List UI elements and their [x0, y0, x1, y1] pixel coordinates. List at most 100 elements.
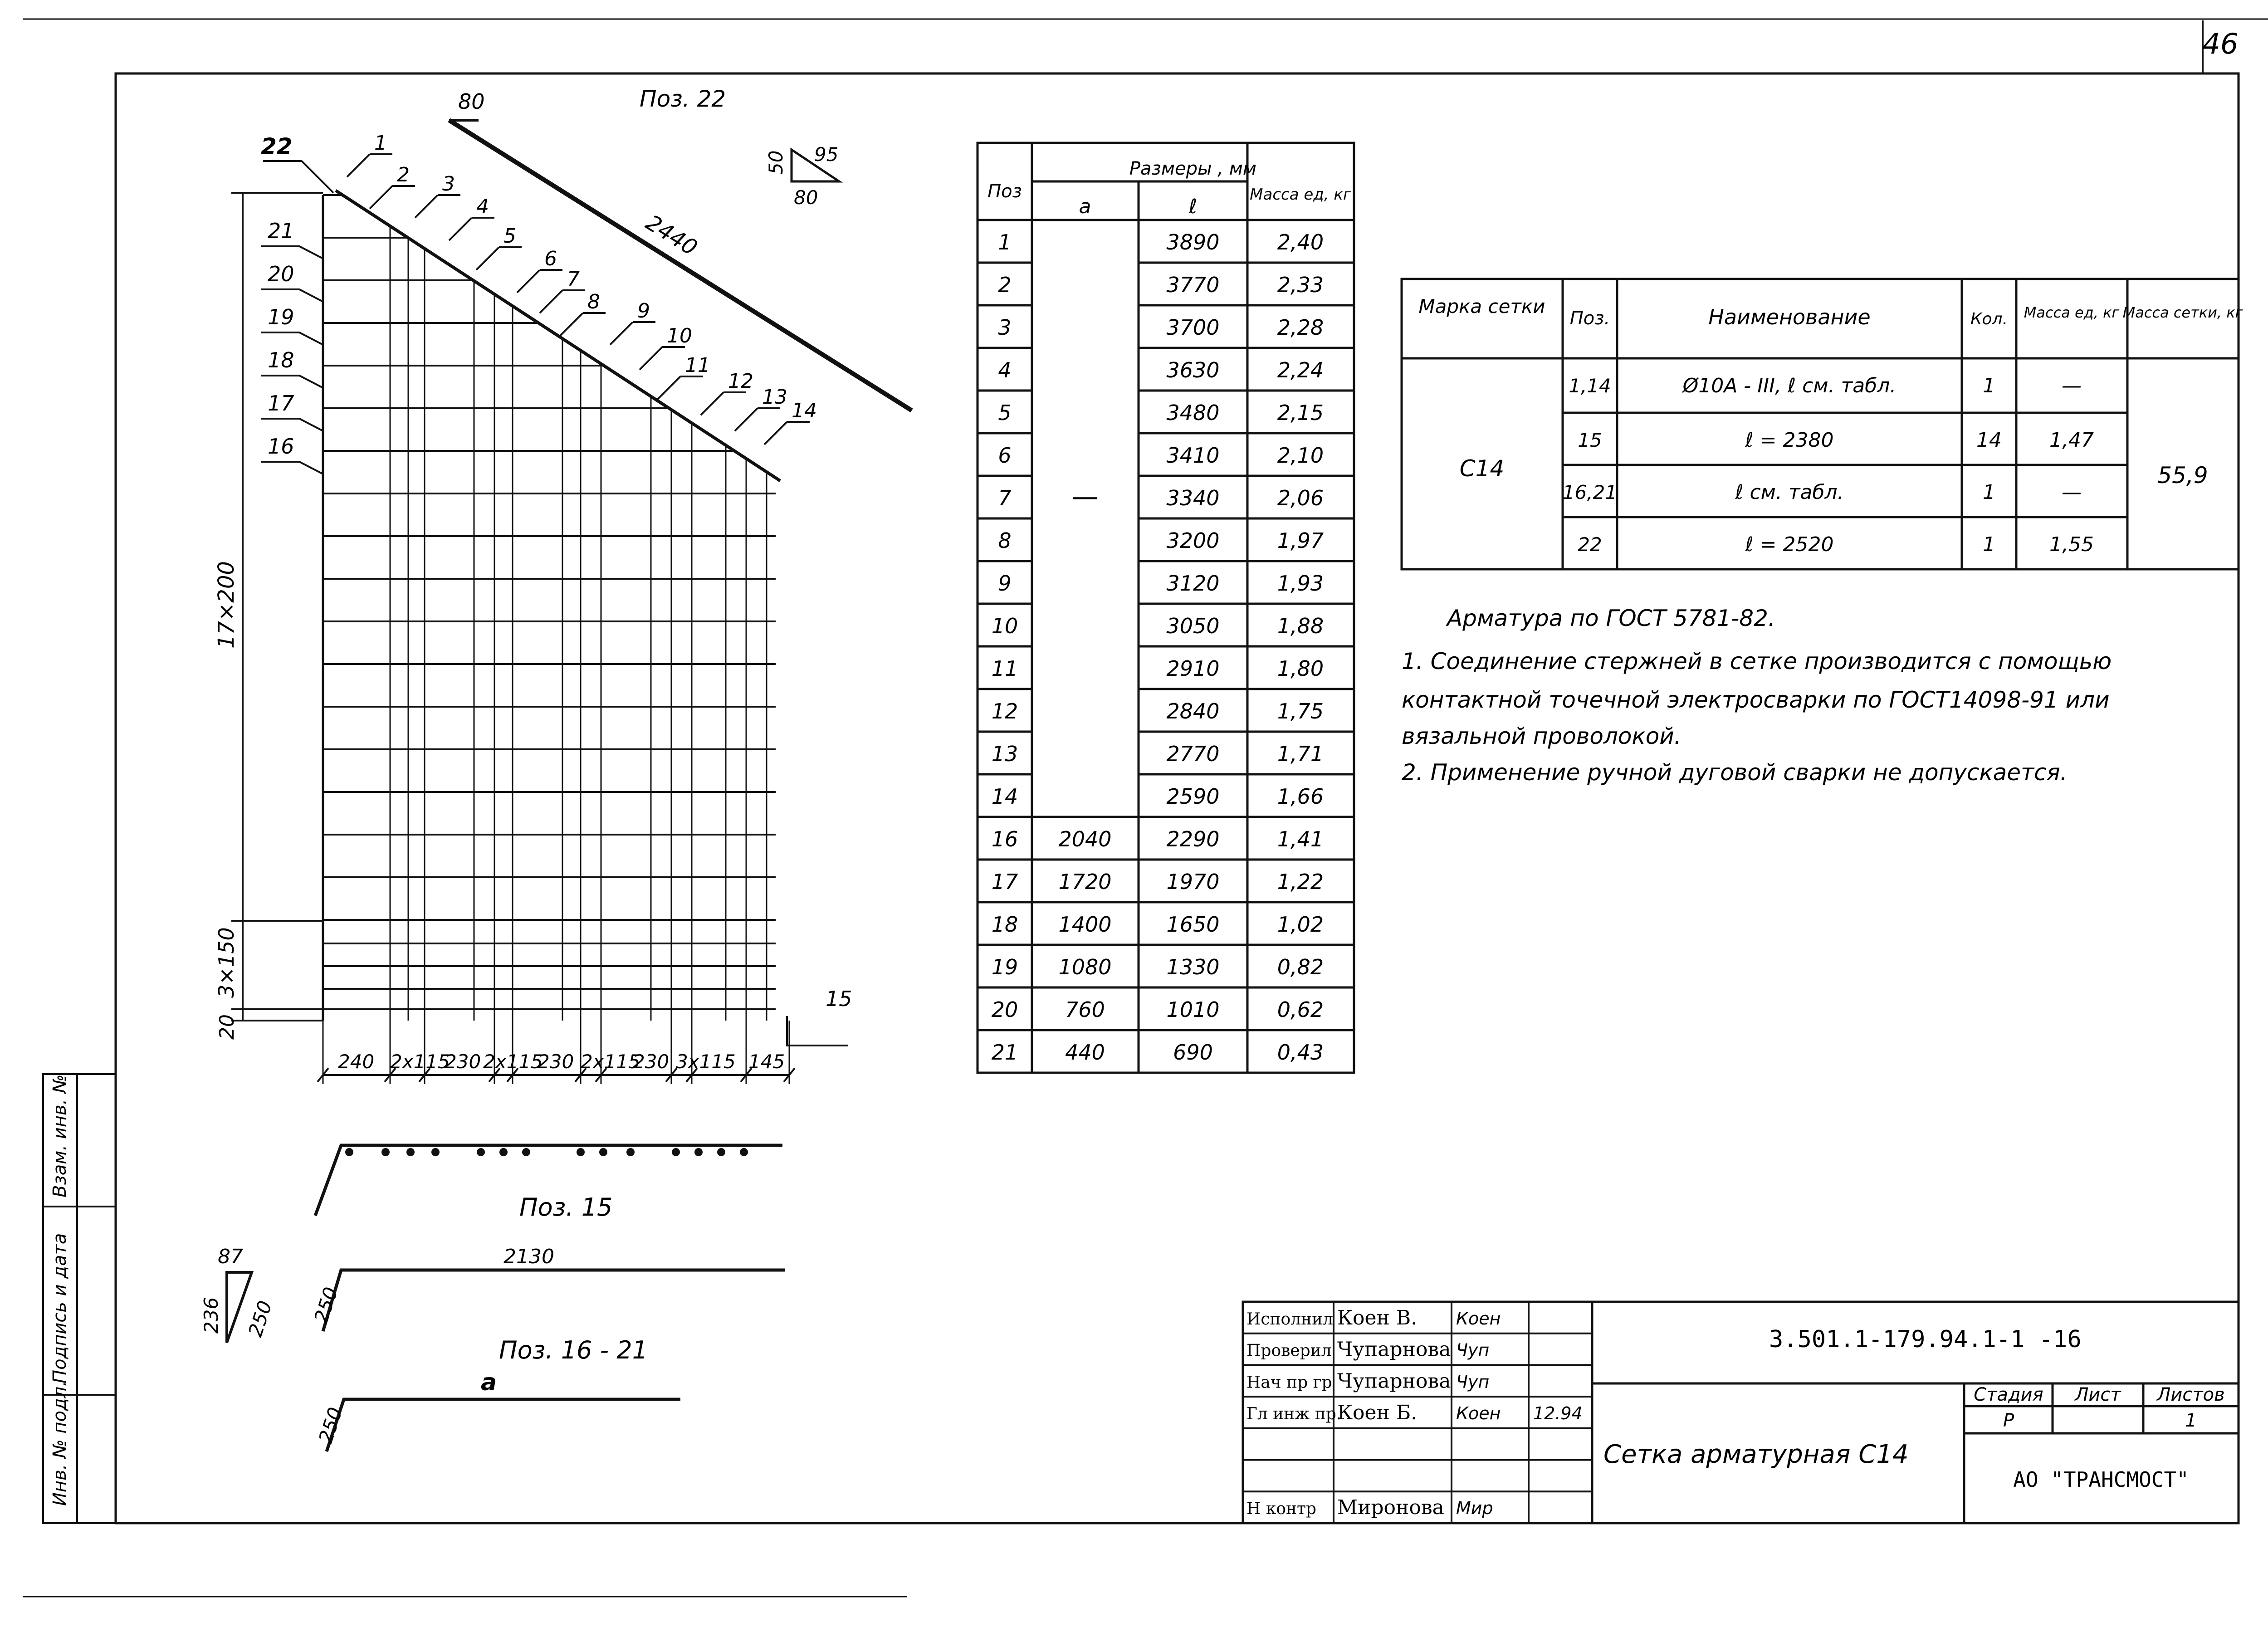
table-cell-poz: 10 [992, 614, 1018, 638]
left-position-label: 18 [268, 348, 294, 372]
side-stamp [42, 1073, 117, 1524]
spec-cell-mass: 1,55 [2049, 533, 2094, 556]
table-cell-l: 3200 [1166, 528, 1219, 553]
sheets-value: 1 [2185, 1410, 2196, 1431]
tri-80: 80 [794, 186, 818, 209]
leader-line [559, 312, 584, 337]
stamp-signature: Коен [1456, 1403, 1501, 1423]
title-block [1242, 1300, 2240, 1525]
table-cell-mass: 2,15 [1277, 401, 1324, 425]
table-cell-l: 2590 [1166, 784, 1219, 809]
table-cell-mass: 2,40 [1277, 230, 1324, 254]
table-cell-mass: 1,97 [1277, 528, 1324, 553]
spec-cell-name: ℓ = 2380 [1745, 429, 1834, 452]
table-cell-poz: 1 [998, 230, 1011, 254]
hook-triangle [225, 1271, 254, 1344]
dim-20: 20 [215, 1014, 239, 1040]
weld-dot [381, 1148, 390, 1156]
table-cell-poz: 17 [992, 870, 1018, 894]
leader-line [734, 407, 758, 432]
table-cell-mass: 2,28 [1277, 315, 1324, 340]
tri2-236: 236 [200, 1297, 222, 1334]
table-cell-a: 1400 [1058, 912, 1111, 937]
weld-dot [599, 1148, 607, 1156]
table-header-sizes: Размеры , мм [1129, 158, 1256, 179]
weld-dot [626, 1148, 635, 1156]
top-position-label: 1 [374, 132, 387, 155]
table-cell-poz: 14 [992, 784, 1018, 809]
table-cell-a: 1080 [1058, 955, 1111, 979]
notes: Арматура по ГОСТ 5781-82. 1. Соединение … [1402, 605, 2112, 786]
bottom-dimension-value: 2x115 [483, 1051, 543, 1073]
tri2-87: 87 [218, 1245, 243, 1268]
top-position-label: 10 [667, 324, 692, 347]
leader-line [539, 289, 563, 314]
weld-dot [431, 1148, 440, 1156]
table-header-poz: Поз [987, 181, 1022, 202]
left-position-label: 17 [268, 391, 294, 415]
table-cell-poz: 2 [998, 273, 1011, 297]
table-cell-poz: 9 [998, 571, 1011, 596]
pos-22-label: 22 [261, 133, 293, 160]
table-cell-mass: 1,02 [1277, 912, 1324, 937]
spec-total-mass: 55,9 [2157, 462, 2208, 489]
table-cell-l: 3770 [1166, 273, 1219, 297]
leader-line [346, 153, 371, 178]
poz22-title: Поз. 22 [640, 86, 726, 112]
sheet-number: 46 [2203, 27, 2239, 60]
table-cell-poz: 6 [998, 443, 1011, 468]
weld-dot [499, 1148, 508, 1156]
bottom-dimension-value: 3x115 [676, 1051, 736, 1073]
table-cell-poz: 12 [992, 699, 1018, 723]
left-position-label: 21 [268, 219, 294, 243]
stamp-role: Исполнил [1246, 1310, 1333, 1329]
leader-line [261, 288, 323, 303]
stamp-name: Миронова [1337, 1496, 1444, 1519]
table-cell-poz: 19 [992, 955, 1018, 979]
table-cell-poz: 11 [992, 656, 1018, 681]
leader-line [261, 332, 323, 346]
table-cell-l: 3120 [1166, 571, 1219, 596]
dim-80-top: 80 [458, 89, 485, 114]
table-dash: — [1071, 481, 1099, 513]
stage-header: Стадия [1974, 1384, 2043, 1405]
bottom-dimension-value: 2x115 [581, 1051, 640, 1073]
side-stamp-inv: Инв. № подл. [49, 1381, 70, 1506]
table-cell-mass: 2,10 [1277, 443, 1324, 468]
table-cell-poz: 18 [992, 912, 1018, 937]
spec-cell-mass: 1,47 [2049, 429, 2094, 452]
leader-line [414, 194, 439, 219]
spec-cell-name: Ø10А - III, ℓ см. табл. [1682, 374, 1897, 397]
spec-cell-poz: 16,21 [1563, 481, 1617, 503]
stamp-name: Чупарнова [1337, 1369, 1451, 1393]
leader-line [261, 418, 323, 432]
leader-line [516, 269, 541, 293]
stamp-name: Коен В. [1337, 1306, 1417, 1329]
slope-triangle [790, 147, 843, 183]
bar-poz16-21 [325, 1397, 680, 1452]
leader-line [261, 461, 323, 475]
table-cell-l: 3050 [1166, 614, 1219, 638]
table-cell-l: 2910 [1166, 656, 1219, 681]
table-cell-mass: 1,93 [1277, 571, 1324, 596]
weld-dot [522, 1148, 530, 1156]
table-cell-poz: 21 [992, 1040, 1018, 1065]
table-cell-mass: 2,06 [1277, 486, 1324, 510]
spec-header-qty: Кол. [1970, 310, 2008, 328]
drawing-title: Сетка арматурная С14 [1603, 1440, 1909, 1469]
spec-cell-name: ℓ = 2520 [1745, 533, 1834, 556]
spec-header-poz: Поз. [1570, 308, 1610, 329]
table-cell-l: 2840 [1166, 699, 1219, 723]
top-position-label: 2 [397, 163, 410, 186]
spec-cell-name: ℓ см. табл. [1735, 481, 1843, 504]
dim-17x200: 17×200 [214, 561, 239, 649]
mesh-slope-bar [335, 189, 781, 482]
stamp-date: 12.94 [1533, 1403, 1583, 1423]
table-cell-mass: 1,80 [1277, 656, 1324, 681]
leader-line [763, 421, 788, 445]
stage-value: Р [2003, 1410, 2014, 1431]
mesh-grid [322, 189, 781, 1021]
bottom-dimension-value: 240 [338, 1051, 374, 1073]
sheets-header: Листов [2156, 1384, 2224, 1405]
